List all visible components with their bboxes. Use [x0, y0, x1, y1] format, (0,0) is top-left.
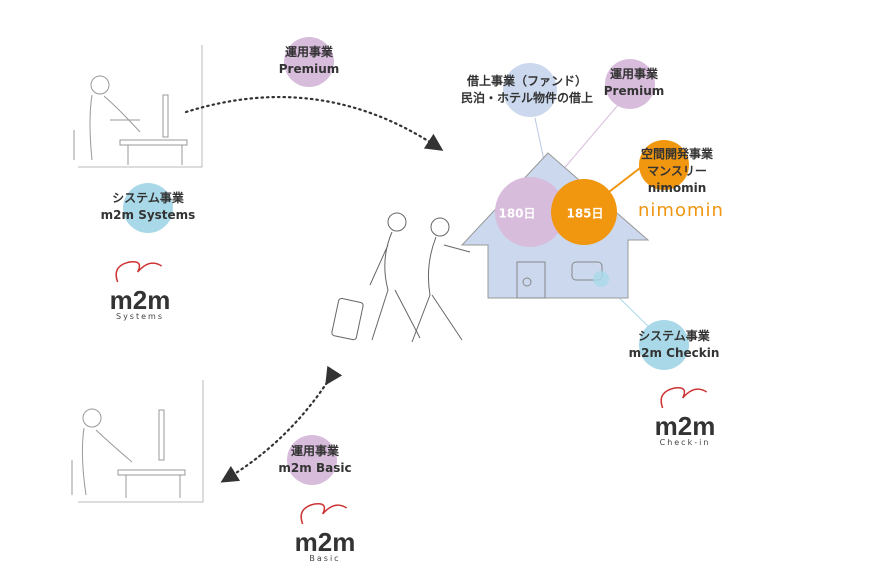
days-185-label: 185日: [566, 206, 604, 221]
checkin-label: システム事業 m2m Checkin: [629, 328, 720, 362]
logo-sub: Basic: [309, 554, 341, 563]
travellers-icon: [331, 212, 471, 343]
m2m-swirl-icon: [660, 386, 708, 409]
office-frame-bottom: [78, 380, 204, 503]
desk-worker-icon-top: [73, 75, 188, 165]
label-line: 空間開発事業: [640, 147, 714, 161]
fund-circle: [503, 63, 557, 117]
fund-label: 借上事業（ファンド） 民泊・ホテル物件の借上: [461, 73, 593, 107]
premium-house-label: 運用事業 Premium: [604, 66, 665, 100]
dotted-arrow-bottom: [220, 365, 343, 483]
days-180-label: 180日: [498, 206, 536, 221]
label-line: システム事業: [638, 329, 710, 343]
m2m-swirl-icon: [115, 260, 163, 283]
days-185-circle: [551, 179, 617, 245]
label-line: m2m Systems: [100, 208, 196, 222]
monthly-circle: [639, 140, 689, 190]
systems-label: システム事業 m2m Systems: [101, 190, 196, 224]
logo-mark: m2m: [109, 285, 171, 315]
label-line: 運用事業: [290, 444, 339, 458]
label-line: 民泊・ホテル物件の借上: [460, 91, 594, 105]
dotted-arrow-top: [184, 95, 444, 151]
premium-house-circle: [605, 59, 655, 109]
label-line: Premium: [603, 84, 665, 98]
label-line: Premium: [278, 62, 340, 76]
logo-sub: Systems: [115, 312, 164, 321]
monthly-label: 空間開発事業マンスリー nimomin: [641, 146, 713, 197]
desk-worker-icon-bottom: [71, 408, 186, 498]
m2m-swirl-icon: [300, 502, 348, 525]
systems-circle: [123, 183, 173, 233]
basic-circle: [287, 435, 337, 485]
premium-top-label: 運用事業 Premium: [279, 44, 340, 78]
basic-label: 運用事業 m2m Basic: [278, 443, 351, 477]
logo-sub: Check-in: [659, 438, 711, 447]
label-line: 運用事業: [284, 45, 334, 59]
label-line: システム事業: [112, 191, 184, 205]
days-180-circle: [495, 177, 565, 247]
label-line: nimomin: [647, 181, 707, 195]
premium-top-circle: [284, 37, 334, 87]
label-line: マンスリー: [647, 164, 707, 178]
checkin-circle: [639, 320, 689, 370]
nimomin-logo: nimomin: [638, 200, 724, 221]
label-line: 運用事業: [609, 67, 659, 81]
logo-mark: m2m: [654, 411, 716, 441]
label-line: 借上事業（ファンド）: [466, 74, 588, 88]
label-line: m2m Basic: [278, 461, 352, 475]
label-line: m2m Checkin: [628, 346, 720, 360]
office-frame-top: [78, 45, 203, 168]
logo-mark: m2m: [294, 527, 356, 557]
